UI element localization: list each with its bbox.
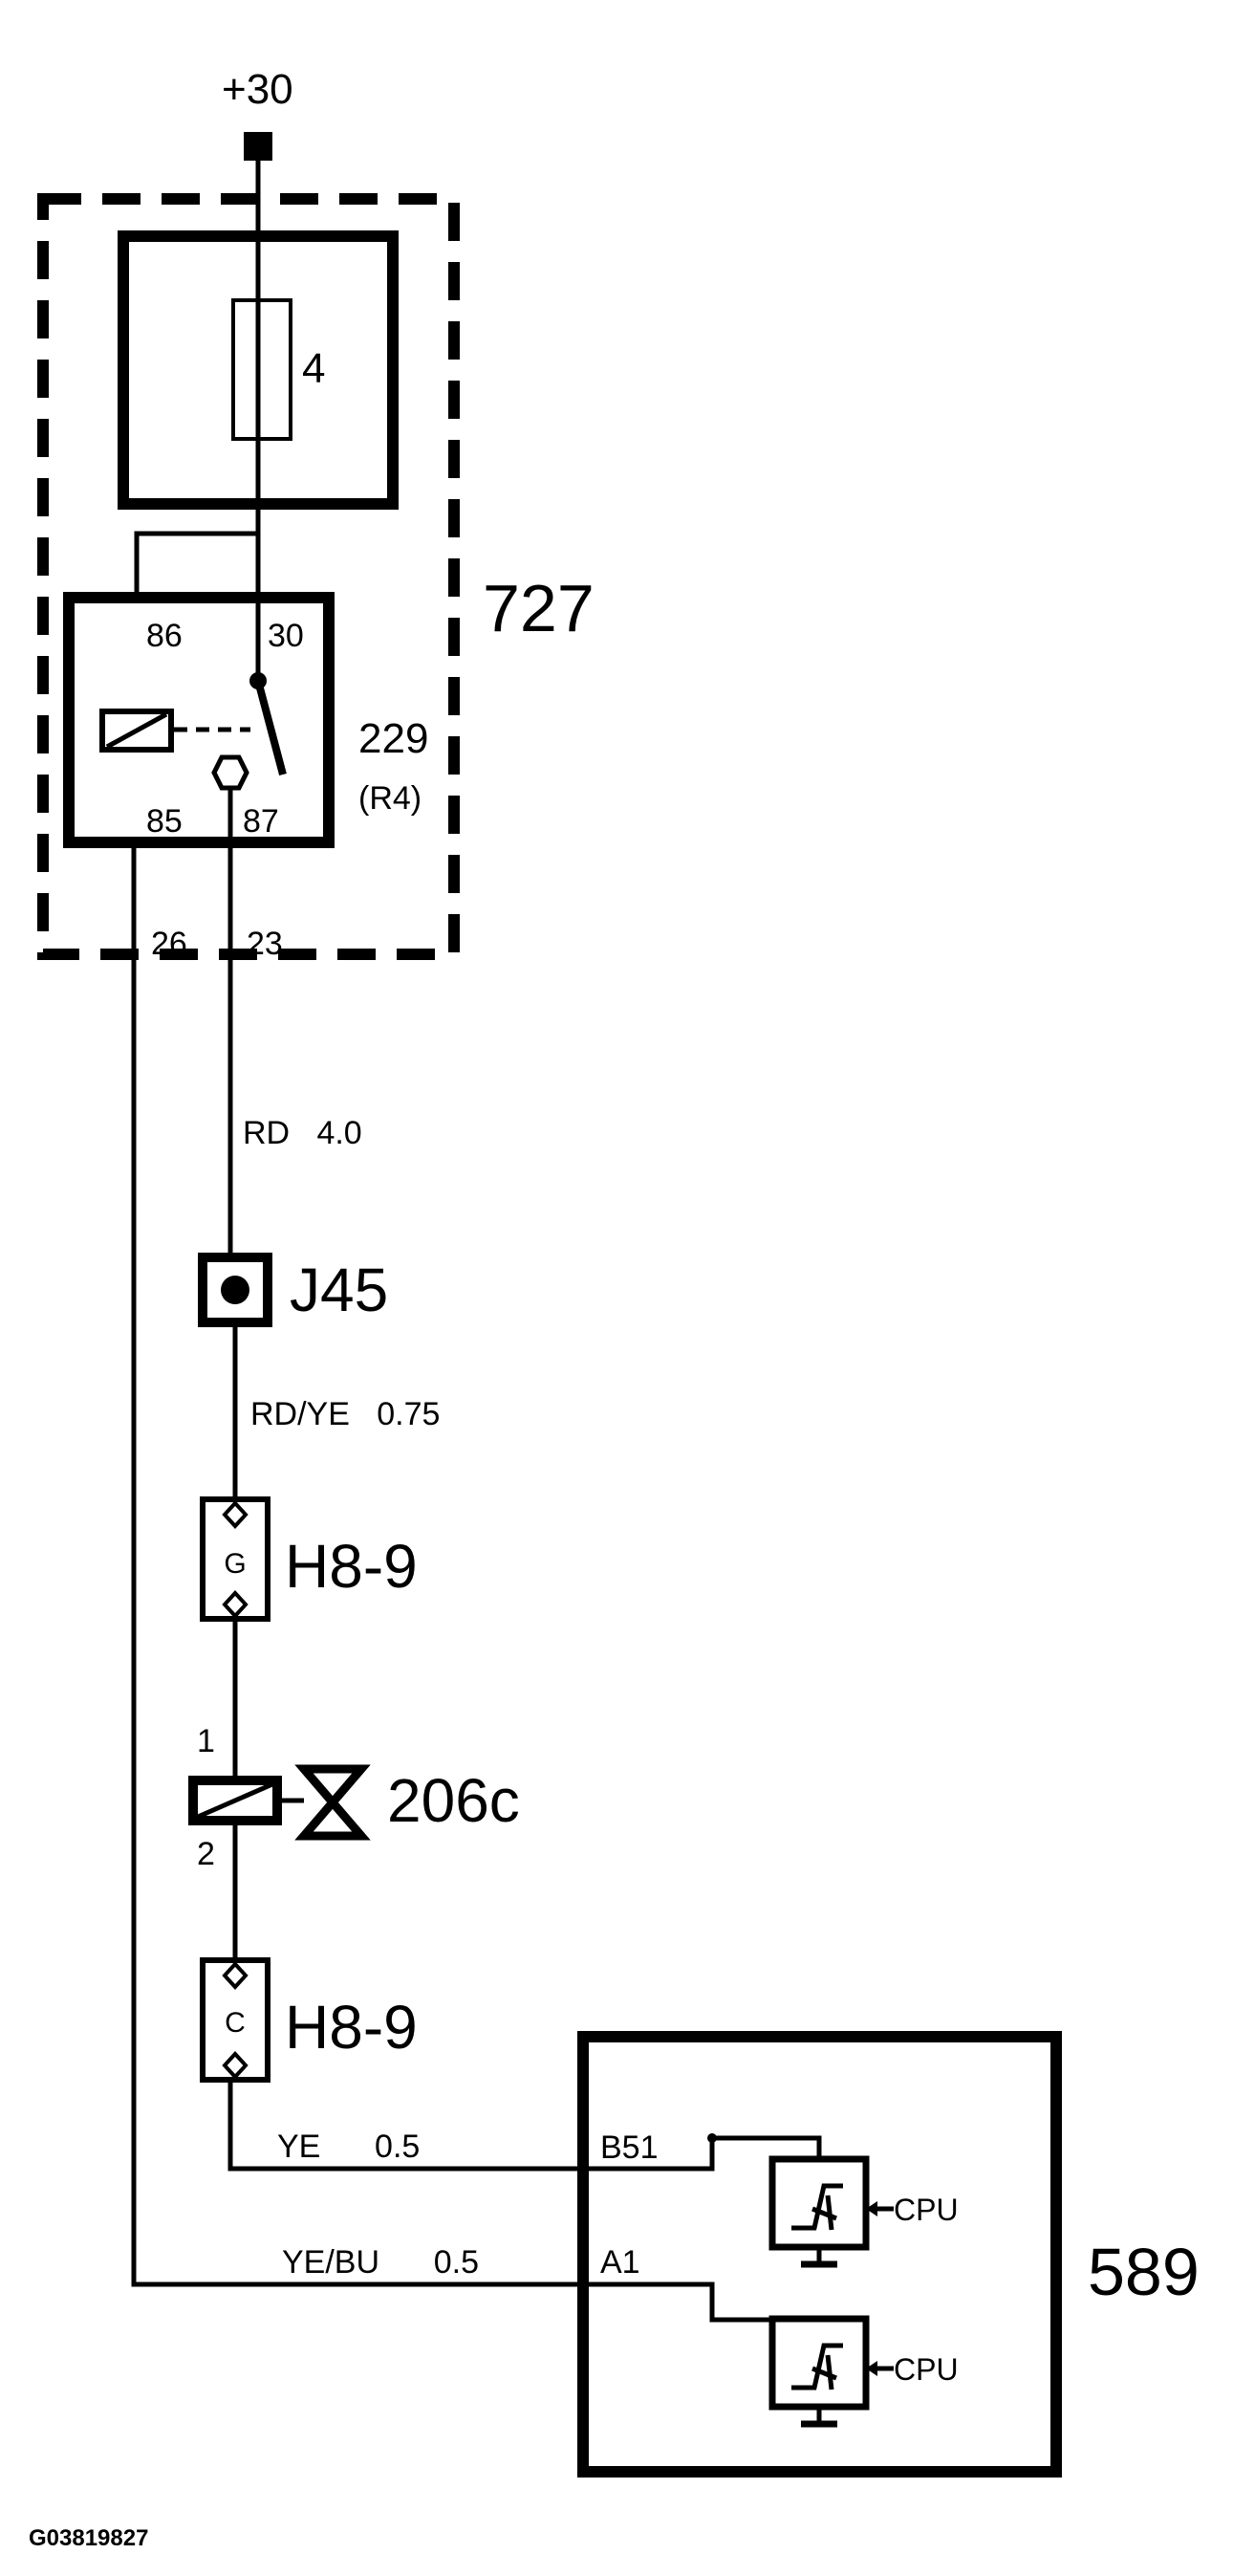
- wire-ye-bu-label: YE/BU 0.5: [282, 2244, 479, 2281]
- supply-label: +30: [222, 66, 293, 113]
- relay-pin-86: 86: [146, 618, 183, 654]
- connector-h8-9-bottom-label: H8-9: [285, 1993, 418, 2062]
- relay-coil-diagonal: [105, 711, 168, 750]
- valve-solenoid-diagonal: [197, 1781, 273, 1820]
- relay-pin-85: 85: [146, 803, 183, 840]
- relay-contact-87: [211, 754, 249, 791]
- splice-j45-dot: [221, 1276, 249, 1304]
- valve-label: 206c: [387, 1766, 520, 1835]
- relay-sublabel: (R4): [358, 780, 422, 817]
- wire-rd-ye-label: RD/YE 0.75: [250, 1396, 440, 1432]
- ecu-stage-1-transistor-icon: [791, 2183, 843, 2231]
- ecu-cpu-1-label: CPU: [894, 2193, 959, 2227]
- wire-ye-label: YE 0.5: [277, 2128, 420, 2165]
- footer-code: G03819827: [29, 2525, 148, 2551]
- relay-switch-arm: [254, 679, 287, 776]
- splice-j45-label: J45: [290, 1255, 388, 1324]
- connector-g-pin-top: [222, 1500, 249, 1529]
- ecu-cpu-2-label: CPU: [894, 2352, 959, 2387]
- module-727-label: 727: [483, 571, 595, 645]
- connector-h8-9-top-label: H8-9: [285, 1532, 418, 1601]
- terminal-26: 26: [151, 926, 187, 962]
- ecu-cpu-2-arrow-icon: [866, 2361, 877, 2376]
- relay-pin-87: 87: [243, 803, 279, 840]
- connector-c-pin-top: [222, 1961, 249, 1990]
- connector-g-pin-label: G: [224, 1548, 246, 1580]
- connector-c-pin-label: C: [225, 2007, 246, 2039]
- module-727-outline: [37, 193, 460, 960]
- fuse-label: 4: [302, 345, 325, 392]
- ecu-stage-1-input: [712, 2135, 822, 2159]
- valve-pin-2: 2: [197, 1836, 215, 1872]
- ecu-label: 589: [1088, 2235, 1200, 2309]
- ecu-cpu-1-arrow-icon: [866, 2201, 877, 2216]
- wire-86: [134, 531, 258, 598]
- valve-symbol-icon: [294, 1764, 371, 1841]
- relay-box: [63, 592, 335, 848]
- connector-c-pin-bottom: [222, 2051, 249, 2080]
- supply-terminal: [244, 132, 272, 161]
- ecu-pin-b51: B51: [600, 2129, 659, 2166]
- connector-g-pin-bottom: [222, 1590, 249, 1619]
- terminal-23: 23: [247, 926, 283, 962]
- ecu-589-box: [577, 2031, 1062, 2478]
- relay-pin-30: 30: [268, 618, 304, 654]
- ecu-pin-a1: A1: [600, 2244, 640, 2281]
- fuse-4: [231, 298, 292, 441]
- wire-rd-label: RD 4.0: [243, 1115, 362, 1151]
- relay-label: 229: [358, 715, 428, 762]
- ecu-stage-2-transistor-icon: [791, 2343, 843, 2390]
- ecu-stage-2: [768, 2315, 870, 2411]
- valve-pin-1: 1: [197, 1723, 215, 1759]
